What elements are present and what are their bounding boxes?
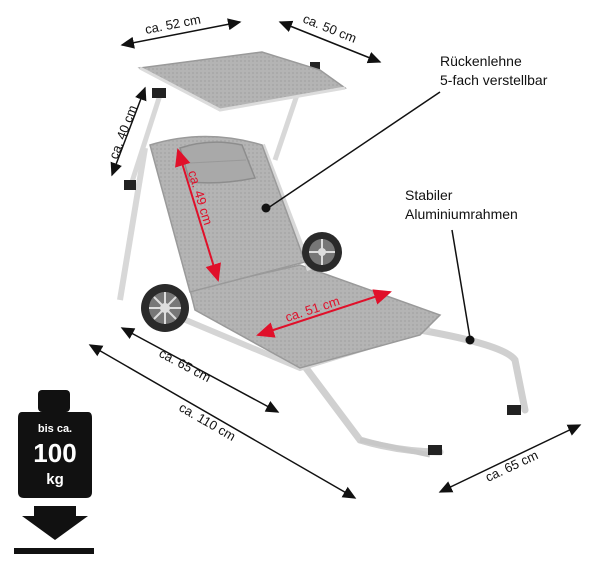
- dim-total-length: ca. 110 cm: [177, 400, 239, 444]
- arrow-down-icon: [22, 506, 88, 540]
- lounger-illustration: [117, 51, 529, 458]
- foot-cap-right: [507, 405, 521, 415]
- weight-unit: kg: [46, 471, 64, 488]
- ground-bar: [14, 548, 94, 554]
- callout-frame-title: Stabiler: [405, 187, 453, 203]
- weight-value: 100: [33, 438, 76, 468]
- weight-capacity-icon: bis ca. 100 kg: [14, 390, 94, 554]
- dim-canopy-width: ca. 52 cm: [144, 11, 202, 36]
- foot-cap-left: [428, 445, 442, 455]
- dim-seat-length: ca. 65 cm: [157, 345, 214, 385]
- callout-backrest: Rückenlehne 5-fach verstellbar: [261, 53, 548, 213]
- dim-canopy-height: ca. 40 cm: [106, 103, 140, 161]
- callout-frame-detail: Aluminiumrahmen: [405, 206, 518, 222]
- callout-backrest-detail: 5-fach verstellbar: [440, 72, 548, 88]
- rear-wheel: [141, 284, 189, 332]
- front-wheel: [302, 232, 342, 272]
- dim-canopy-depth: ca. 50 cm: [301, 11, 359, 46]
- dim-foot-width: ca. 65 cm: [483, 447, 540, 484]
- dimension-lines: [88, 18, 582, 499]
- callout-backrest-title: Rückenlehne: [440, 53, 522, 69]
- weight-label-prefix: bis ca.: [38, 423, 72, 435]
- sun-canopy: [137, 51, 347, 111]
- callout-frame: Stabiler Aluminiumrahmen: [405, 187, 518, 345]
- red-dimension-lines: [175, 148, 392, 338]
